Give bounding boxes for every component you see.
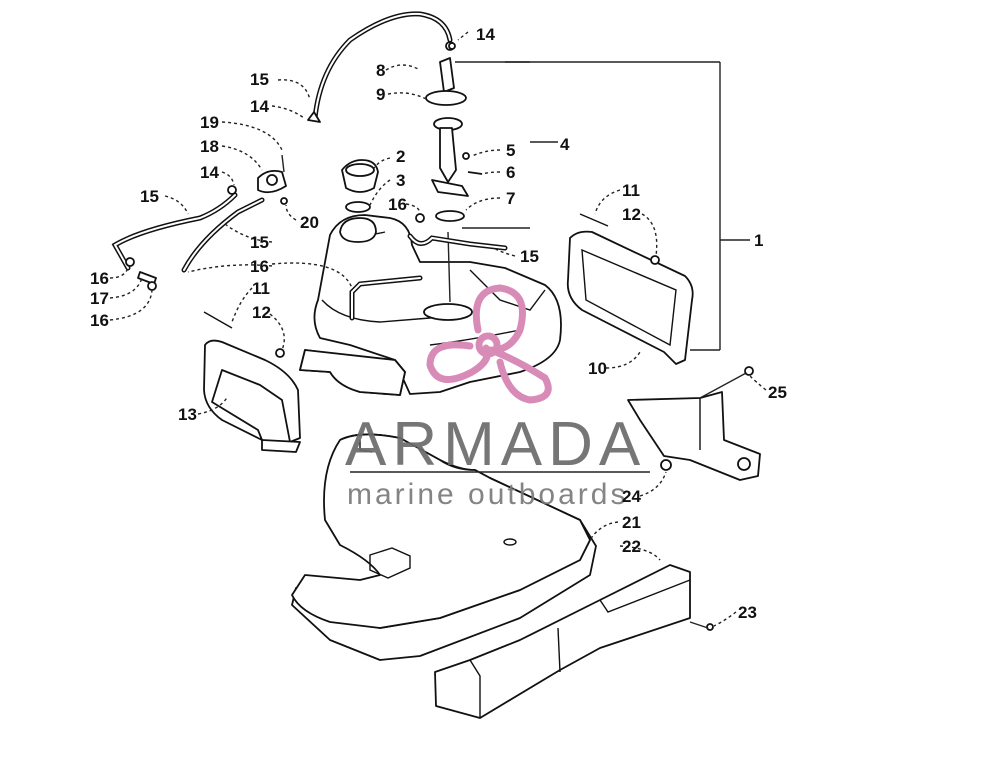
callout-14-hose: 14: [250, 97, 269, 116]
callout-15-mid: 15: [250, 233, 269, 252]
callout-5: 5: [506, 141, 515, 160]
callout-23: 23: [738, 603, 757, 622]
tank-support: [291, 433, 597, 661]
callout-25: 25: [768, 383, 787, 402]
callout-21: 21: [622, 513, 641, 532]
callout-16-left-bottom: 16: [90, 311, 109, 330]
cap-gasket: [345, 201, 371, 213]
callout-18: 18: [200, 137, 219, 156]
propeller-logo-icon: [426, 284, 552, 404]
callout-11-right: 11: [622, 181, 640, 200]
callout-15-top: 15: [250, 70, 269, 89]
callout-4: 4: [560, 135, 570, 154]
leader-lines: [109, 31, 767, 627]
watermark: ARMADA marine outboards: [345, 284, 650, 511]
watermark-subtitle: marine outboards: [347, 478, 628, 511]
gas-cap: [341, 159, 379, 193]
callout-1: 1: [754, 231, 763, 250]
callout-12-left: 12: [252, 303, 271, 322]
callout-3: 3: [396, 171, 405, 190]
watermark-title: ARMADA: [345, 410, 646, 479]
callout-9: 9: [376, 85, 385, 104]
left-guard: [203, 311, 301, 453]
callout-15-left: 15: [140, 187, 159, 206]
callout-22: 22: [622, 537, 641, 556]
fuel-hoses: [111, 11, 508, 321]
callout-16-mid: 16: [250, 257, 269, 276]
callout-2: 2: [396, 147, 405, 166]
callout-20: 20: [300, 213, 319, 232]
callout-16-left-top: 16: [90, 269, 109, 288]
callout-15-right: 15: [520, 247, 539, 266]
mounting-rail: [434, 564, 714, 719]
callout-13: 13: [178, 405, 197, 424]
callout-10: 10: [588, 359, 607, 378]
callout-7: 7: [506, 189, 515, 208]
callout-8: 8: [376, 61, 385, 80]
callout-14-valve: 14: [200, 163, 219, 182]
callout-11-left: 11: [252, 279, 270, 298]
callout-24: 24: [622, 487, 641, 506]
callout-17: 17: [90, 289, 109, 308]
callout-19: 19: [200, 113, 219, 132]
callout-16-tank: 16: [388, 195, 407, 214]
callout-labels: 14 15 14 8 9 19 18 14 15 20 15 16 16 17 …: [90, 25, 787, 622]
callout-6: 6: [506, 163, 515, 182]
mounting-bracket: [627, 366, 761, 481]
callout-14-top: 14: [476, 25, 495, 44]
right-guard: [566, 213, 694, 365]
callout-12-right: 12: [622, 205, 641, 224]
fuel-pump-assembly: [425, 41, 483, 303]
